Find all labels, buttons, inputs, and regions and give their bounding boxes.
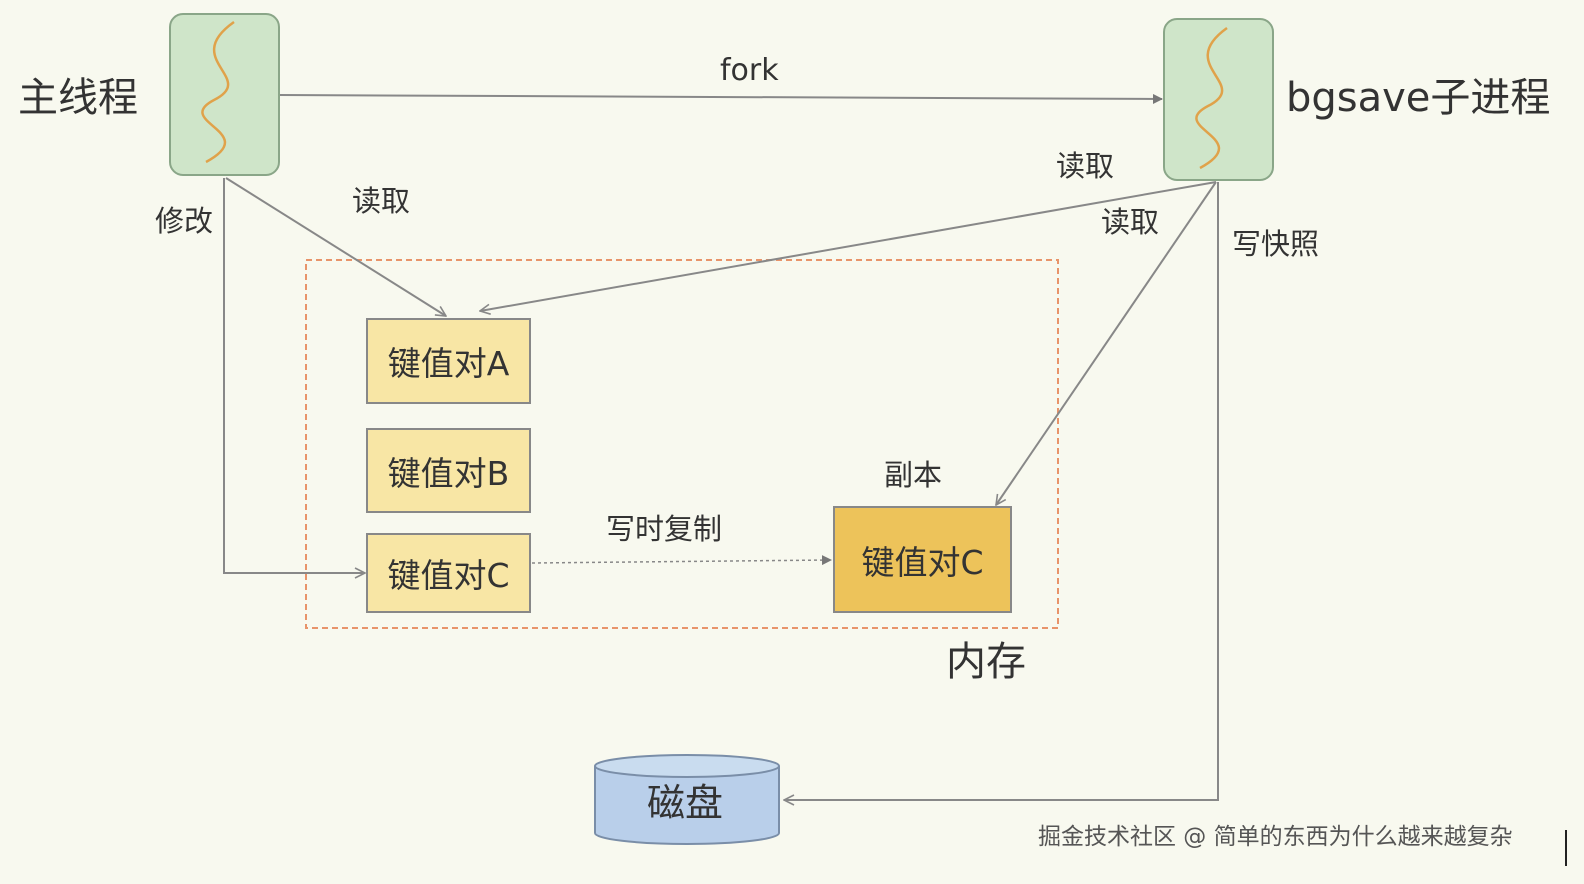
child-read-label-1: 读取 [1056, 149, 1115, 183]
write-snapshot-label: 写快照 [1232, 227, 1320, 261]
memory-region [305, 259, 1059, 629]
copy-on-write-arrow [531, 555, 832, 566]
child-read-arrow-a [480, 181, 1217, 311]
main-read-label: 读取 [352, 184, 411, 218]
disk-icon [594, 754, 780, 845]
write-snapshot-arrow [784, 182, 1219, 800]
main-thread-label: 主线程 [18, 75, 138, 121]
copy-on-write-label: 写时复制 [606, 512, 723, 546]
kv-pair-b: 键值对B [366, 428, 531, 513]
modify-arrow [223, 178, 365, 573]
fork-label: fork [720, 53, 779, 88]
child-process-label: bgsave子进程 [1286, 75, 1551, 121]
kv-pair-c: 键值对C [366, 533, 531, 613]
fork-arrow [279, 93, 1163, 104]
child-read-label-2: 读取 [1101, 205, 1160, 239]
kv-pair-c-replica: 键值对C [833, 506, 1012, 613]
text-cursor [1565, 830, 1567, 866]
main-thread-icon [169, 13, 280, 176]
main-read-arrow [225, 177, 446, 316]
watermark: 掘金技术社区 @ 简单的东西为什么越来越复杂 [1038, 824, 1513, 850]
child-read-arrow-replica [996, 181, 1217, 505]
kv-pair-a: 键值对A [366, 318, 531, 404]
child-thread-icon [1163, 18, 1274, 181]
disk-label: 磁盘 [647, 781, 724, 825]
modify-label: 修改 [155, 204, 214, 238]
memory-label: 内存 [946, 639, 1026, 685]
replica-label: 副本 [884, 458, 943, 492]
